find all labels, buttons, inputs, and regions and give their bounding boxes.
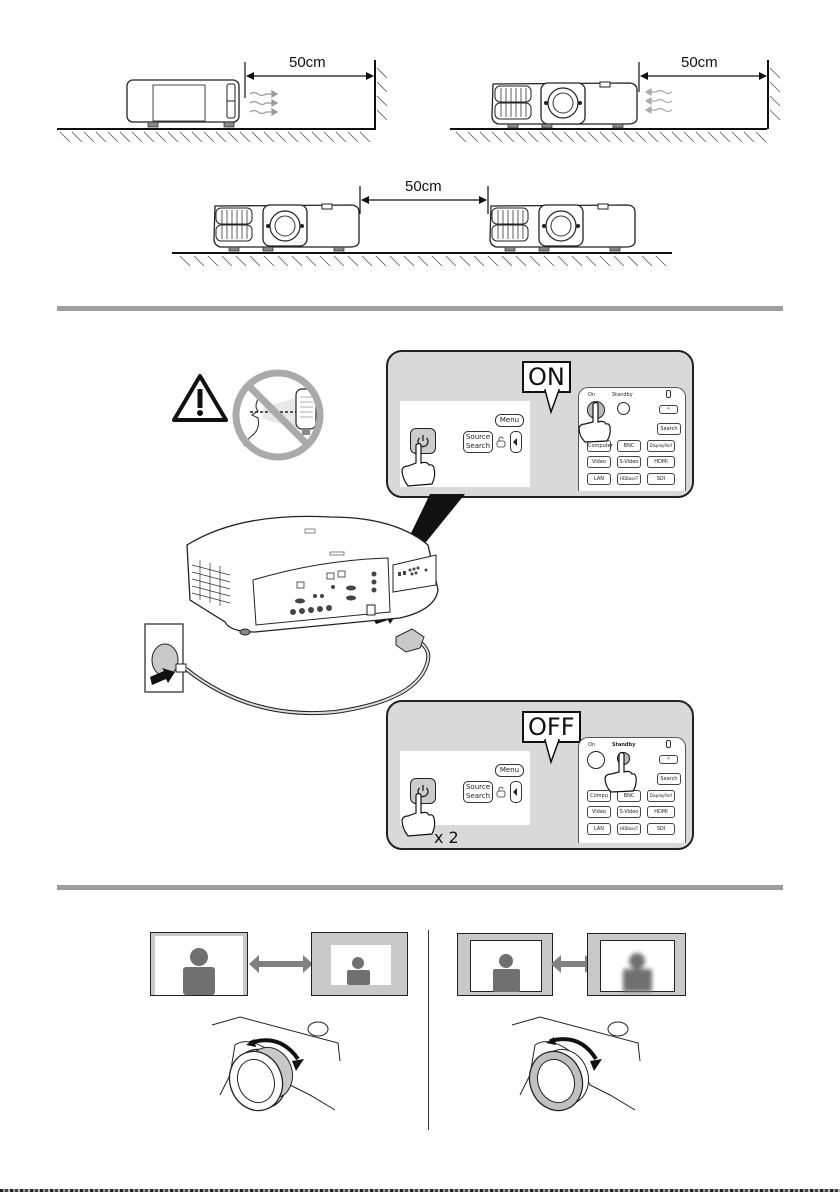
- caret-left-icon: [511, 782, 521, 802]
- sharp-image-screen: [457, 933, 553, 996]
- pointing-hand-icon: [398, 789, 438, 839]
- large-image-screen: [150, 932, 248, 996]
- off-callout: OFF: [522, 711, 581, 743]
- person-silhouette-icon: [458, 934, 552, 995]
- remote-led: [666, 740, 671, 748]
- blurred-image-screen: [587, 933, 686, 996]
- remote-search-button[interactable]: Search: [657, 773, 681, 785]
- lock-icon: [496, 786, 506, 798]
- person-silhouette-icon: [151, 933, 247, 995]
- remote-light-button[interactable]: ✧: [659, 755, 678, 764]
- section-divider: [57, 885, 783, 890]
- left-arrow-button[interactable]: [510, 781, 522, 803]
- focus-ring-illustration: [510, 1015, 670, 1125]
- remote-hdmi-button[interactable]: HDMI: [647, 806, 675, 818]
- pointing-hand-icon: [603, 752, 637, 796]
- zoom-ring-illustration: [210, 1015, 370, 1125]
- off-label: OFF: [528, 713, 575, 741]
- on-button-label: On: [588, 742, 595, 748]
- remote-lan-button[interactable]: LAN: [587, 823, 611, 835]
- small-image-screen: [311, 932, 408, 996]
- power-off-panel: Menu Source Search x 2 OFF On Standby ✧: [386, 700, 694, 850]
- remote-sdi-button[interactable]: SDI: [647, 823, 675, 835]
- person-silhouette-icon: [312, 933, 407, 995]
- remote-control: On Standby ✧ Search Compu BNC DisplayPor…: [578, 737, 686, 843]
- blurred-person-silhouette-icon: [588, 934, 685, 995]
- remote-s-video-button[interactable]: S-Video: [617, 806, 641, 818]
- remote-hdbaset-button[interactable]: HDBaseT: [617, 823, 641, 835]
- double-arrow-icon: [249, 952, 313, 976]
- press-count-label: x 2: [434, 828, 459, 847]
- projector-control-panel: Menu Source Search: [400, 751, 530, 825]
- source-search-label-line2: Search: [464, 792, 492, 801]
- remote-displayport-button[interactable]: DisplayPort: [647, 790, 675, 802]
- source-search-label-line1: Source: [464, 782, 492, 792]
- vertical-divider: [428, 930, 429, 1130]
- source-search-button[interactable]: Source Search: [463, 781, 493, 803]
- remote-video-button[interactable]: Video: [587, 806, 611, 818]
- standby-button-label: Standby: [612, 742, 635, 748]
- menu-button[interactable]: Menu: [495, 764, 524, 777]
- callout-pointer: [543, 740, 563, 770]
